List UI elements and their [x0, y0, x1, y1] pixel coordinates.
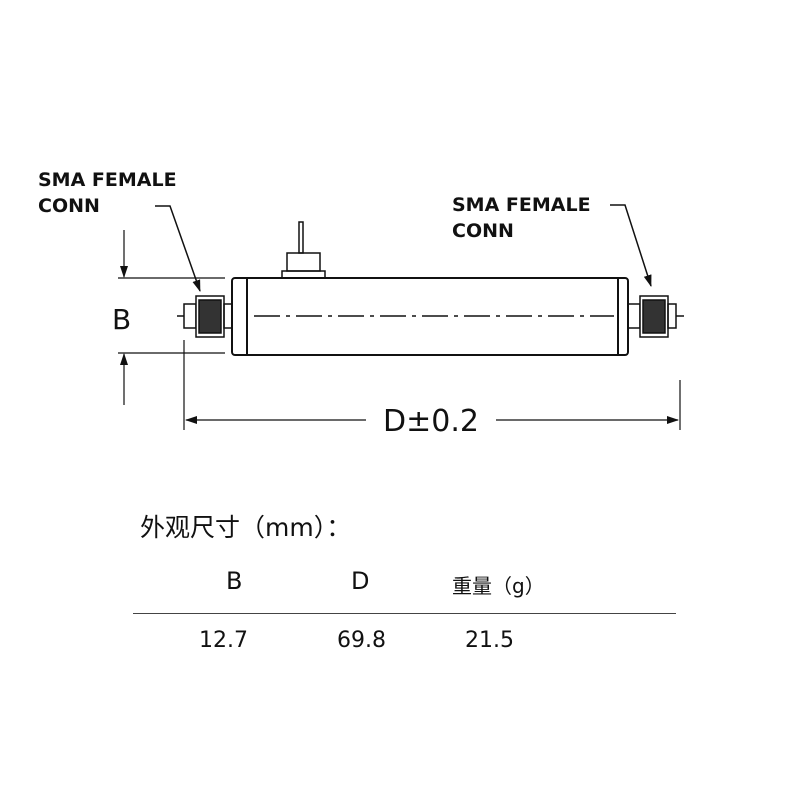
value-d: 69.8: [337, 628, 386, 653]
header-b: B: [226, 567, 243, 595]
header-weight: 重量（g）: [452, 574, 545, 598]
dimension-b-label: B: [112, 303, 131, 336]
dimension-d-label: D±0.2: [383, 404, 479, 439]
left-connector-label-line1: SMA FEMALE: [38, 169, 177, 191]
dimension-b: [118, 230, 225, 405]
right-connector-label-line2: CONN: [452, 220, 514, 242]
value-weight: 21.5: [465, 628, 514, 653]
right-leader-arrow: [610, 204, 652, 287]
left-leader-arrow: [155, 205, 201, 292]
value-b: 12.7: [199, 628, 248, 653]
filter-body: [231, 277, 629, 356]
table-divider: [133, 613, 676, 614]
dimension-d: [183, 340, 681, 430]
left-connector-label-line2: CONN: [38, 195, 100, 217]
left-sma-connector: [177, 295, 233, 338]
bias-terminal: [281, 221, 326, 279]
right-sma-connector: [627, 295, 684, 338]
right-connector-label-line1: SMA FEMALE: [452, 194, 591, 216]
header-d: D: [351, 567, 370, 595]
dimensions-title: 外观尺寸（mm）：: [140, 513, 352, 542]
